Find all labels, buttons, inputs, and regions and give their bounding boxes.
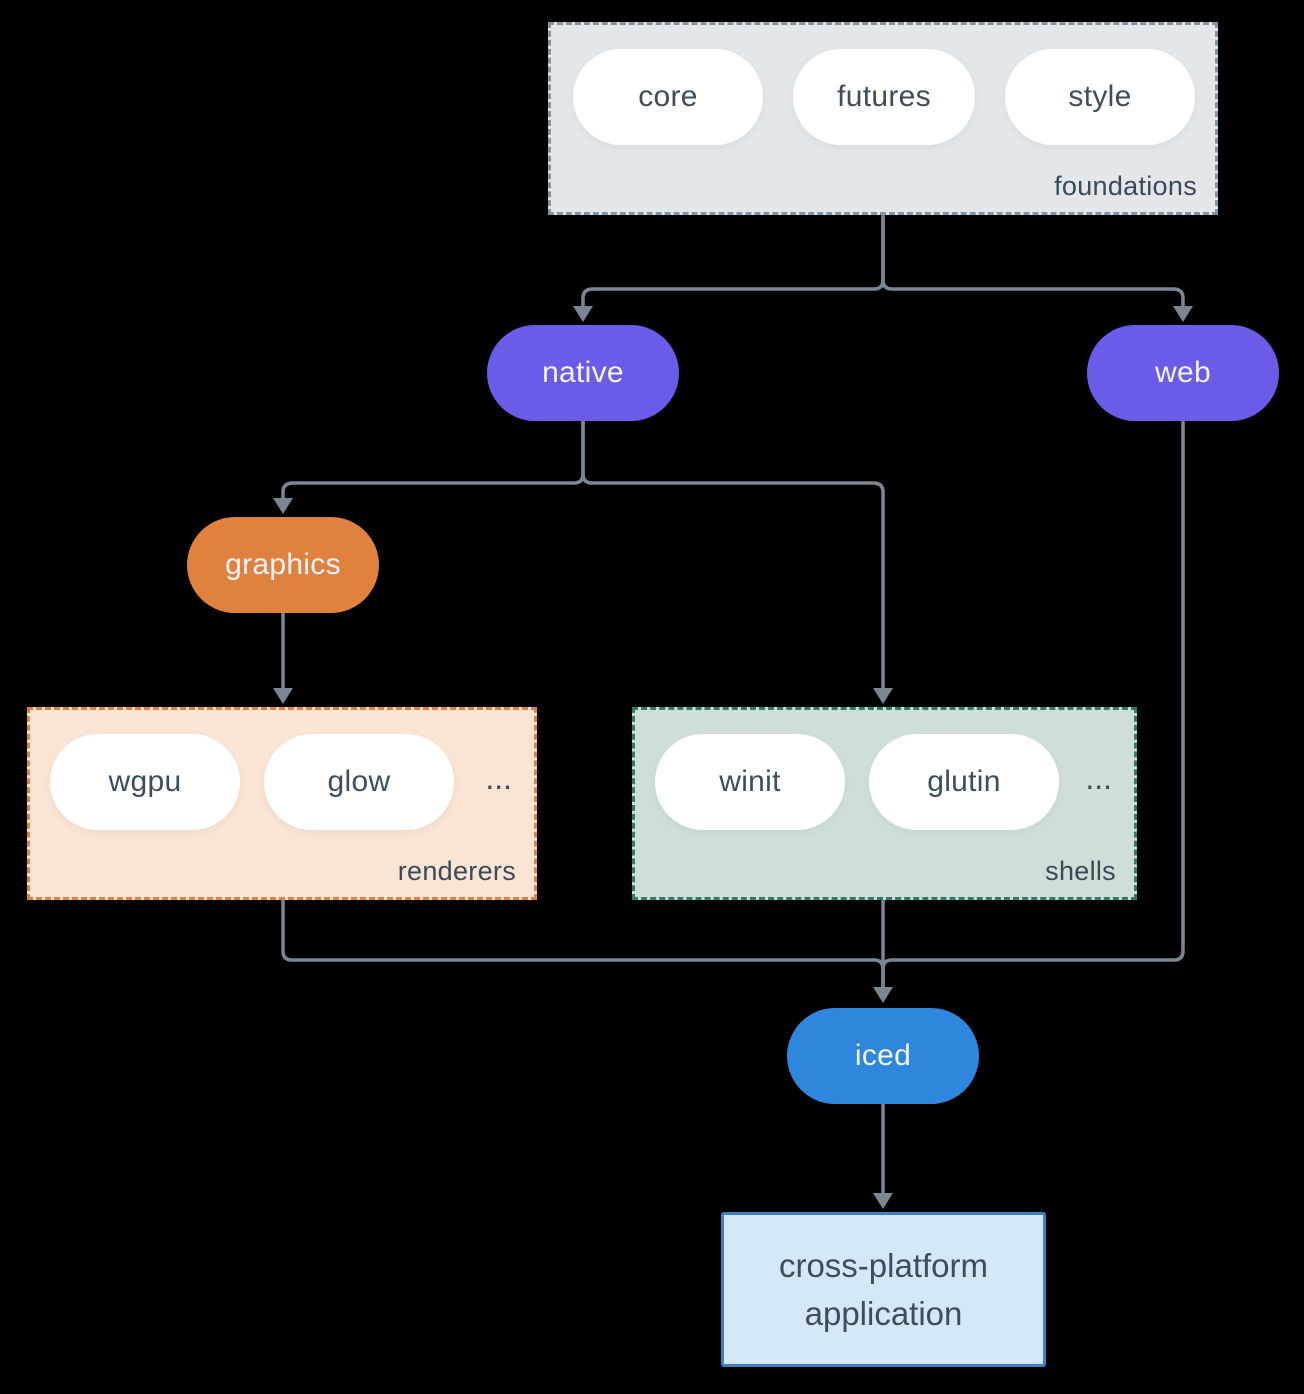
edge-renderers-iced bbox=[281, 900, 885, 987]
node-style: style bbox=[1005, 49, 1195, 145]
arrowhead-to-shells bbox=[873, 688, 893, 704]
renderers-ellipsis: ... bbox=[485, 760, 512, 796]
node-glow: glow bbox=[264, 734, 454, 830]
group-renderers: wgpu glow ... renderers bbox=[27, 707, 537, 900]
node-web: web bbox=[1087, 325, 1279, 421]
node-cross-platform-application: cross-platform application bbox=[721, 1212, 1046, 1367]
node-core: core bbox=[573, 49, 763, 145]
node-winit: winit bbox=[655, 734, 845, 830]
edge-foundations-web bbox=[881, 215, 1185, 306]
node-native: native bbox=[487, 325, 679, 421]
group-label-renderers: renderers bbox=[397, 856, 516, 886]
group-shells: winit glutin ... shells bbox=[632, 707, 1137, 900]
arrowhead-to-renderers bbox=[273, 688, 293, 704]
node-glutin: glutin bbox=[869, 734, 1059, 830]
group-label-foundations: foundations bbox=[1054, 171, 1197, 201]
arrowhead-to-native bbox=[573, 306, 593, 322]
shells-ellipsis: ... bbox=[1085, 760, 1112, 796]
arrowhead-to-graphics bbox=[273, 498, 293, 514]
edge-native-graphics bbox=[281, 421, 585, 498]
node-futures: futures bbox=[793, 49, 975, 145]
node-iced: iced bbox=[787, 1008, 979, 1104]
node-wgpu: wgpu bbox=[50, 734, 240, 830]
edge-native-shells bbox=[581, 421, 885, 688]
arrowhead-to-iced bbox=[873, 987, 893, 1003]
arrowhead-to-application bbox=[873, 1193, 893, 1209]
group-foundations: core futures style foundations bbox=[548, 22, 1218, 215]
node-graphics: graphics bbox=[187, 517, 379, 613]
group-label-shells: shells bbox=[1045, 856, 1116, 886]
arrowhead-to-web bbox=[1173, 306, 1193, 322]
edge-foundations-native bbox=[581, 215, 885, 306]
